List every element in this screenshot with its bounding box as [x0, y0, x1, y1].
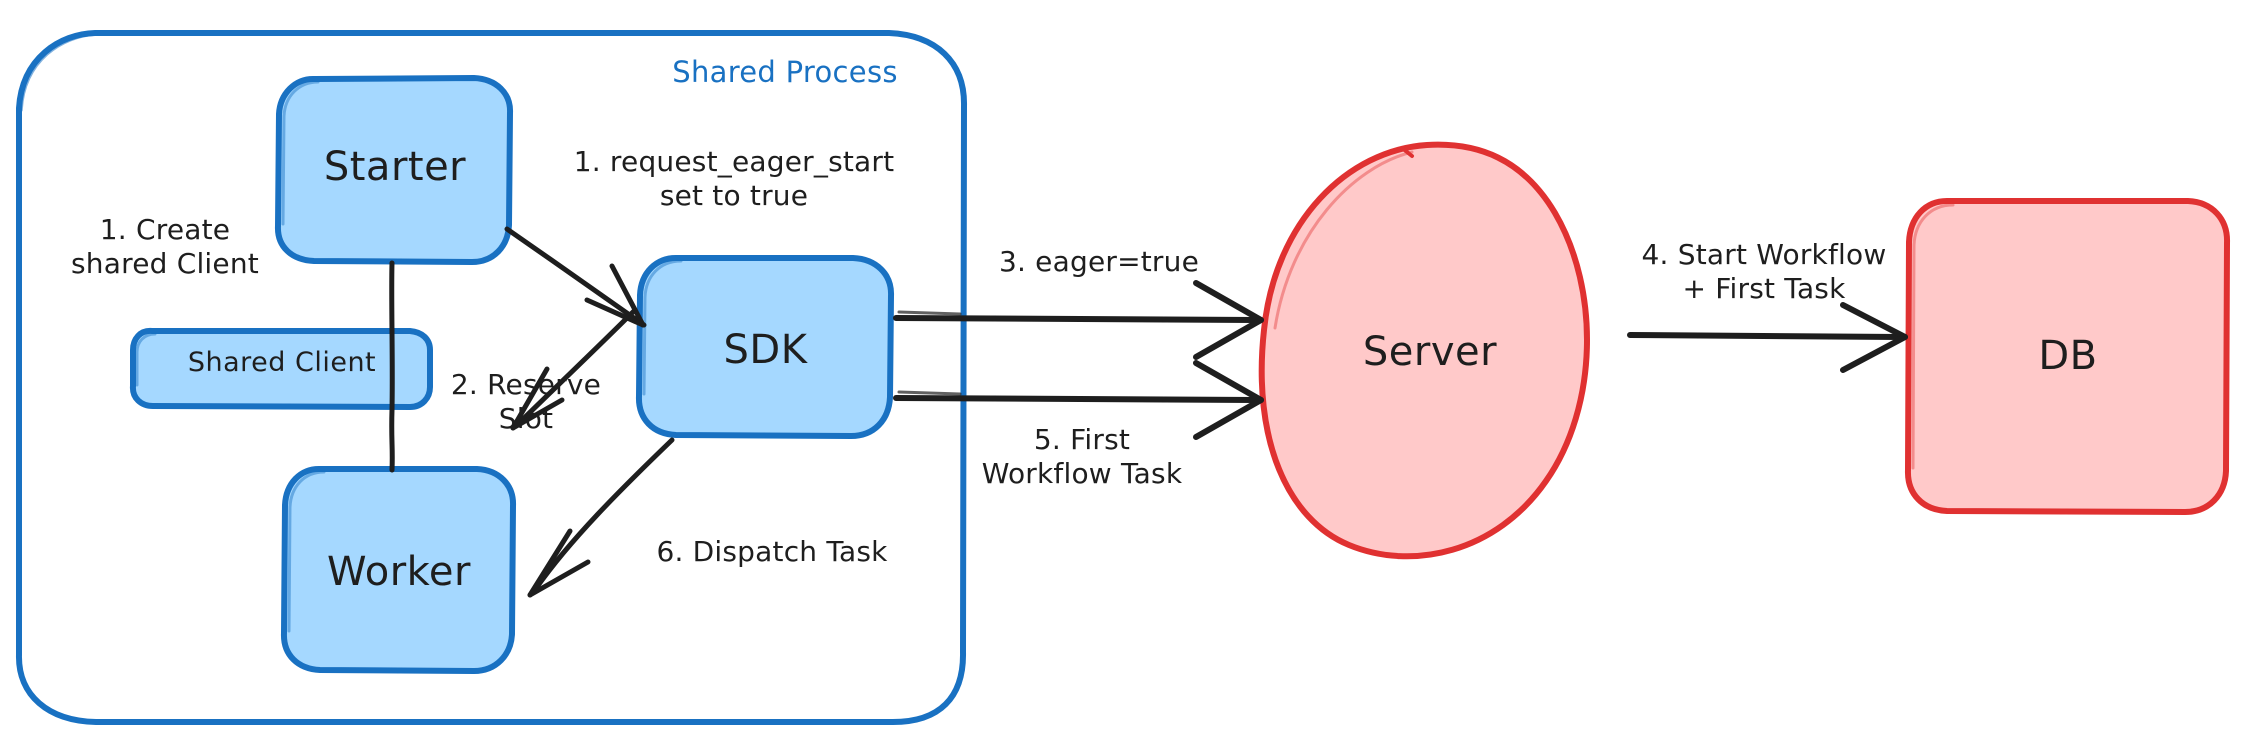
node-worker[interactable]	[284, 469, 515, 672]
edge-6-sdk-to-worker[interactable]	[527, 437, 675, 598]
node-server-shape[interactable]	[1258, 141, 1590, 560]
node-worker-shape[interactable]	[280, 466, 517, 674]
node-server[interactable]	[1258, 142, 1603, 554]
node-db-shape[interactable]	[1904, 197, 2231, 515]
node-shared-client[interactable]	[133, 331, 431, 408]
edge-3-sdk-to-server[interactable]	[893, 280, 1264, 360]
edge-5-sdk-to-server[interactable]	[893, 360, 1264, 440]
node-shared-client-shape[interactable]	[129, 327, 433, 410]
node-db[interactable]	[1907, 200, 2229, 513]
node-starter-shape[interactable]	[275, 75, 513, 265]
edge-1-starter-to-sdk[interactable]	[504, 226, 647, 328]
shared-process-container[interactable]	[15, 30, 968, 726]
node-starter[interactable]	[278, 78, 511, 263]
node-sdk[interactable]	[639, 258, 893, 437]
node-sdk-shape[interactable]	[635, 254, 895, 439]
edge-4-server-to-db[interactable]	[1627, 302, 1908, 373]
edge-2-sdk-to-worker[interactable]	[510, 307, 638, 431]
edge-starter-worker-line[interactable]	[389, 260, 395, 473]
